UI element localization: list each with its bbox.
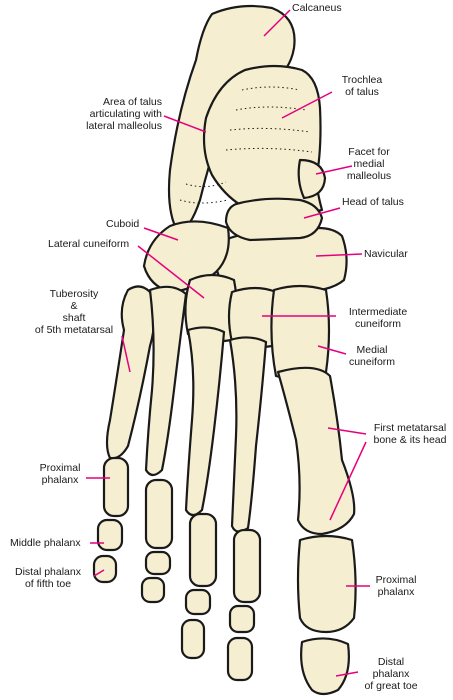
great-toe-proximal-phalanx xyxy=(296,534,357,634)
label-area-of-talus: Area of talus articulating with lateral … xyxy=(86,96,162,132)
fifth-toe-middle-phalanx xyxy=(96,518,124,552)
second-toe-distal-phalanx xyxy=(226,636,254,682)
medial-malleolus-facet xyxy=(297,158,327,200)
calcaneus-bone xyxy=(167,4,296,234)
label-facet-medial-malleolus: Facet for medial malleolus xyxy=(346,146,392,182)
label-navicular: Navicular xyxy=(364,248,408,260)
label-trochlea-of-talus: Trochlea of talus xyxy=(341,74,383,98)
third-toe-proximal-phalanx xyxy=(188,512,218,588)
label-middle-phalanx: Middle phalanx xyxy=(10,537,81,549)
fourth-toe-distal-phalanx xyxy=(140,576,166,604)
fourth-toe-proximal-phalanx xyxy=(144,478,174,550)
fifth-toe-proximal-phalanx xyxy=(102,456,130,518)
fourth-toe-middle-phalanx xyxy=(144,550,172,576)
label-first-metatarsal: First metatarsal bone & its head xyxy=(373,422,447,446)
second-toe-proximal-phalanx xyxy=(232,528,262,604)
second-toe-middle-phalanx xyxy=(228,604,256,634)
label-distal-phalanx-fifth-toe: Distal phalanx of fifth toe xyxy=(15,566,81,590)
label-cuboid: Cuboid xyxy=(106,218,140,230)
head-of-talus xyxy=(224,197,324,242)
label-proximal-phalanx-fifth: Proximal phalanx xyxy=(39,462,81,486)
label-head-of-talus: Head of talus xyxy=(342,196,404,208)
first-metatarsal-bone xyxy=(276,366,356,536)
label-calcaneus: Calcaneus xyxy=(292,2,342,14)
third-toe-distal-phalanx xyxy=(180,618,206,660)
label-lateral-cuneiform: Lateral cuneiform xyxy=(48,238,130,250)
second-metatarsal-bone xyxy=(228,336,268,533)
leader-lines xyxy=(86,9,370,677)
label-intermediate-cuneiform: Intermediate cuneiform xyxy=(348,306,408,330)
label-medial-cuneiform: Medial cuneiform xyxy=(348,344,396,368)
label-proximal-phalanx-great-toe: Proximal phalanx xyxy=(375,574,417,598)
great-toe-distal-phalanx xyxy=(300,637,350,696)
fifth-toe-distal-phalanx xyxy=(92,554,118,584)
label-tuberosity-fifth-metatarsal: Tuberosity & shaft of 5th metatarsal xyxy=(34,288,114,336)
third-metatarsal-bone xyxy=(184,326,226,517)
label-distal-phalanx-great-toe: Distal phalanx of great toe xyxy=(364,656,418,692)
fourth-metatarsal-bone xyxy=(144,285,188,477)
third-toe-middle-phalanx xyxy=(184,588,212,616)
medial-cuneiform-bone xyxy=(270,284,331,381)
